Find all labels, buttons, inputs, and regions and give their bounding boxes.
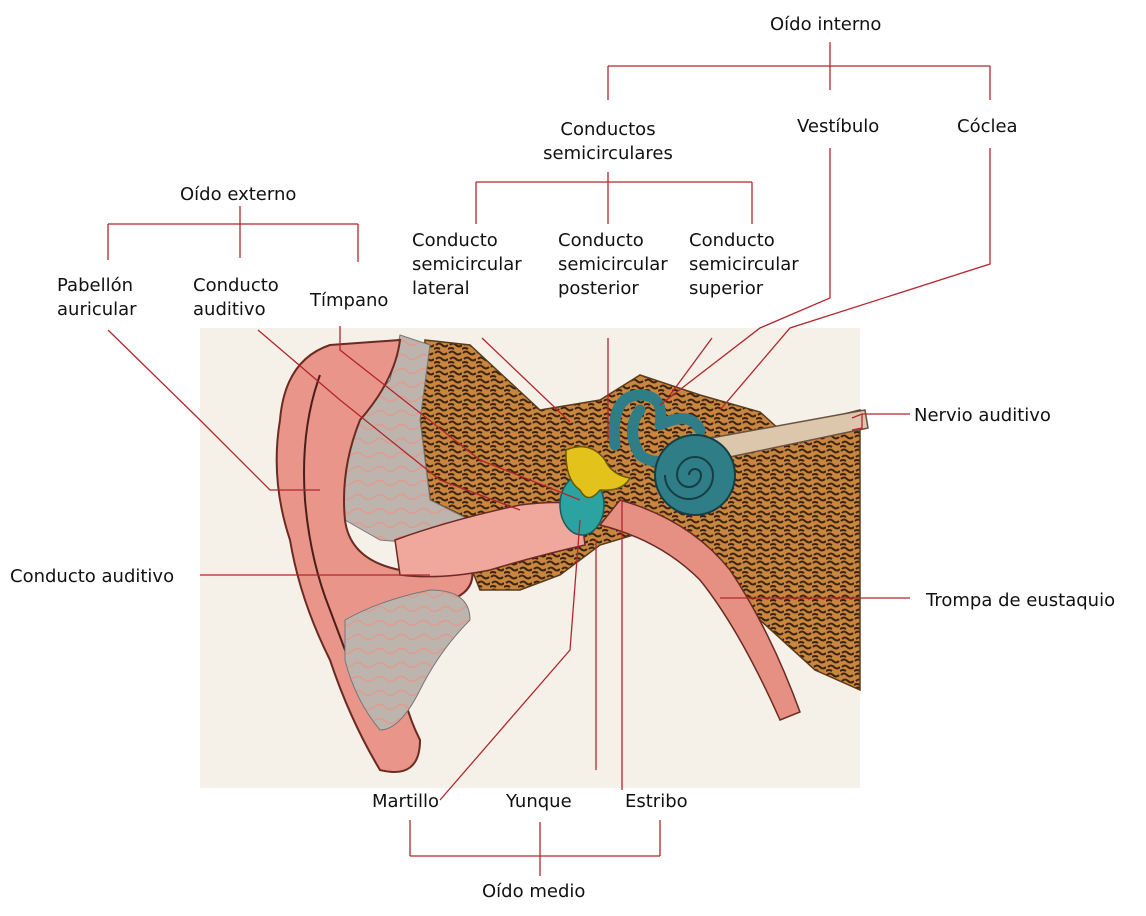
- label-pabellon-auricular: Pabellón auricular: [57, 274, 137, 322]
- label-line-2: semicircular: [689, 253, 799, 277]
- label-martillo: Martillo: [372, 790, 439, 814]
- label-oido-interno: Oído interno: [770, 13, 881, 37]
- label-line-3: posterior: [558, 277, 668, 301]
- label-line-1: Pabellón: [57, 274, 137, 298]
- cochlea: [655, 435, 735, 515]
- label-trompa-eustaquio: Trompa de eustaquio: [926, 589, 1115, 613]
- label-line-2: semicircular: [412, 253, 522, 277]
- label-line-1: Conductos: [542, 118, 674, 142]
- label-nervio-auditivo: Nervio auditivo: [914, 404, 1051, 428]
- label-line-1: Conducto: [193, 274, 279, 298]
- label-conducto-lateral: Conducto semicircular lateral: [412, 229, 522, 301]
- label-line-1: Conducto: [558, 229, 668, 253]
- label-yunque: Yunque: [506, 790, 572, 814]
- label-line-2: auricular: [57, 298, 137, 322]
- label-conductos-semicirculares: Conductos semicirculares: [542, 118, 674, 166]
- label-line-3: superior: [689, 277, 799, 301]
- label-line-1: Conducto: [412, 229, 522, 253]
- label-line-2: semicircular: [558, 253, 668, 277]
- label-timpano: Tímpano: [310, 289, 388, 313]
- label-oido-externo: Oído externo: [180, 183, 296, 207]
- label-conducto-auditivo-left: Conducto auditivo: [10, 565, 174, 589]
- label-line-2: auditivo: [193, 298, 279, 322]
- label-conducto-superior: Conducto semicircular superior: [689, 229, 799, 301]
- label-conducto-auditivo-top: Conducto auditivo: [193, 274, 279, 322]
- label-line-1: Conducto: [689, 229, 799, 253]
- label-oido-medio: Oído medio: [482, 880, 585, 904]
- label-vestibulo: Vestíbulo: [797, 115, 879, 139]
- label-conducto-posterior: Conducto semicircular posterior: [558, 229, 668, 301]
- label-line-3: lateral: [412, 277, 522, 301]
- label-line-2: semicirculares: [542, 142, 674, 166]
- label-coclea: Cóclea: [957, 115, 1018, 139]
- label-estribo: Estribo: [625, 790, 688, 814]
